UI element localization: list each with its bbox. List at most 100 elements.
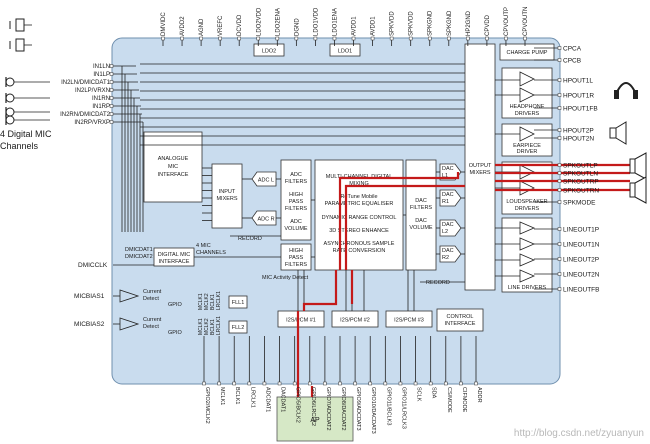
i2s-pcm-3-block bbox=[385, 310, 433, 328]
bottom-pin bbox=[459, 381, 463, 386]
left-pin bbox=[109, 112, 114, 116]
adc-r-label: ADC R bbox=[257, 217, 274, 223]
control-interface-t2: INTERFACE bbox=[445, 321, 476, 327]
red-route-segment bbox=[338, 172, 460, 270]
bottom-pin bbox=[308, 381, 312, 386]
right-pin bbox=[557, 257, 562, 261]
dac-l2-block bbox=[439, 219, 462, 237]
adc-l-block bbox=[251, 171, 277, 187]
bottom-pin-label: ADCDAT1 bbox=[264, 387, 270, 412]
fll1-label: FLL1 bbox=[232, 300, 245, 306]
adc-filters-t1: ADC bbox=[290, 172, 302, 178]
right-pin bbox=[557, 106, 562, 110]
external-icons bbox=[5, 18, 647, 204]
fll1-input-label: MCLK1 bbox=[198, 293, 204, 310]
record-label-1: RECORD bbox=[238, 236, 262, 242]
bottom-pin bbox=[413, 381, 418, 386]
i2s-pcm-2-block bbox=[331, 310, 379, 328]
right-pin bbox=[557, 287, 562, 291]
left-pin bbox=[109, 96, 114, 100]
right-pin bbox=[557, 227, 562, 231]
line-drivers-block bbox=[501, 217, 553, 293]
output-mixers-block bbox=[464, 43, 496, 291]
i2s-pcm-3-label: I2S/PCM #3 bbox=[394, 318, 424, 324]
output-mixers-label-2: MIXERS bbox=[469, 170, 490, 176]
current-detect-1-a: Current bbox=[143, 289, 162, 295]
bottom-pin-label: CIFMODE bbox=[461, 387, 467, 413]
top-pin-label: LDO1VDD bbox=[313, 7, 319, 36]
top-pin-label: AVDD1 bbox=[371, 16, 377, 36]
bottom-pin-label: ADDR bbox=[476, 387, 482, 403]
micbias2-label: MICBIAS2 bbox=[74, 321, 105, 328]
right-pin-label: SPKOUTRN bbox=[563, 188, 599, 195]
dsp-t6: 3D STEREO ENHANCE bbox=[329, 228, 389, 234]
right-pin-label: HPOUT2P bbox=[563, 128, 594, 135]
bottom-pin-label: CS/MODE bbox=[446, 387, 452, 413]
red-route-highlight bbox=[296, 163, 630, 397]
bottom-pin bbox=[292, 381, 297, 386]
red-route-segment bbox=[302, 270, 338, 311]
analog-mic-icon bbox=[5, 93, 50, 103]
right-pin-label: CPCB bbox=[563, 58, 581, 65]
left-pin bbox=[109, 80, 114, 84]
hp-amp-1 bbox=[519, 71, 535, 87]
ldo2-block bbox=[253, 43, 285, 57]
right-pin-label: HPOUT1L bbox=[563, 78, 593, 85]
top-pin bbox=[447, 36, 451, 41]
record-label-2: RECORD bbox=[426, 280, 450, 286]
dac-filters-t2: FILTERS bbox=[410, 205, 433, 211]
analogue-mic-label-3: INTERFACE bbox=[158, 172, 189, 178]
digital-mic-icon bbox=[9, 38, 32, 52]
left-pin-label: IN2RP/VRXP bbox=[74, 120, 110, 126]
right-pin-label: SPKMODE bbox=[563, 200, 596, 207]
red-route-segment bbox=[344, 184, 465, 270]
dsp-t3: ReTune Mobile bbox=[340, 194, 377, 200]
bottom-pin-label: GPIO5/BCLK2 bbox=[295, 387, 301, 423]
top-pin bbox=[218, 36, 222, 41]
i2s-pcm-1-label: I2S/PCM #1 bbox=[286, 318, 316, 324]
i2s-pcm-1-block bbox=[277, 310, 325, 328]
dac-filters-block bbox=[405, 159, 437, 271]
right-pin-label: LINEOUTFB bbox=[563, 287, 599, 294]
left-pin bbox=[109, 88, 114, 92]
right-pin bbox=[557, 128, 562, 132]
current-detect-2-b: Detect bbox=[143, 324, 159, 330]
bottom-pin bbox=[262, 381, 267, 386]
top-pin-label: DGND bbox=[294, 18, 300, 36]
dac-l2-label-1: DAC bbox=[442, 222, 454, 228]
right-pin bbox=[557, 272, 562, 276]
dac-l1-label-1: DAC bbox=[442, 166, 454, 172]
loudspeaker-icon bbox=[629, 152, 647, 180]
top-pin-label: DMVIDC bbox=[161, 12, 167, 36]
fll2-input-label: MCLK1 bbox=[198, 318, 204, 335]
dmicdat2-label: DMICDAT2 bbox=[125, 254, 153, 260]
bottom-pin bbox=[353, 381, 357, 386]
right-pin-label: HPOUT2N bbox=[563, 136, 594, 143]
loudspeaker-label-1: LOUDSPEAKER bbox=[506, 199, 547, 205]
bottom-pin-label: GPIO10/DACDAT3 bbox=[370, 387, 376, 434]
right-pin-label: LINEOUT1P bbox=[563, 227, 599, 234]
hpf2-t2: PASS bbox=[289, 255, 304, 261]
fll2-input-label: MCLK2 bbox=[204, 318, 210, 335]
right-pin bbox=[557, 200, 562, 204]
top-pin bbox=[427, 36, 432, 41]
adc-filters-block bbox=[280, 159, 312, 241]
left-pin-label: IN1RP bbox=[92, 104, 110, 110]
ldo1-block bbox=[329, 43, 361, 57]
top-pin-label: AVDD2 bbox=[180, 16, 186, 36]
left-pin-label: IN2LP/VRXN bbox=[75, 88, 110, 94]
input-mixers-block bbox=[211, 163, 243, 229]
bottom-pin-label: LRCLK1 bbox=[249, 387, 255, 408]
top-pin-label: DCVDD bbox=[237, 14, 243, 36]
hpf2-t1: HIGH bbox=[289, 248, 303, 254]
dsp-t2: MIXING bbox=[349, 181, 369, 187]
adc-filters-t4: PASS bbox=[289, 199, 304, 205]
bottom-pin bbox=[277, 381, 282, 386]
bottom-pin-label: SCLK bbox=[416, 387, 422, 402]
top-pin-label: AGND bbox=[199, 18, 205, 36]
top-pin-label: SPKVDD bbox=[409, 11, 415, 36]
dac-l1-label: L1 bbox=[442, 173, 448, 179]
bottom-pin-label: GPIO2/MCLK2 bbox=[204, 387, 210, 424]
right-pin-label: LINEOUT1N bbox=[563, 242, 600, 249]
